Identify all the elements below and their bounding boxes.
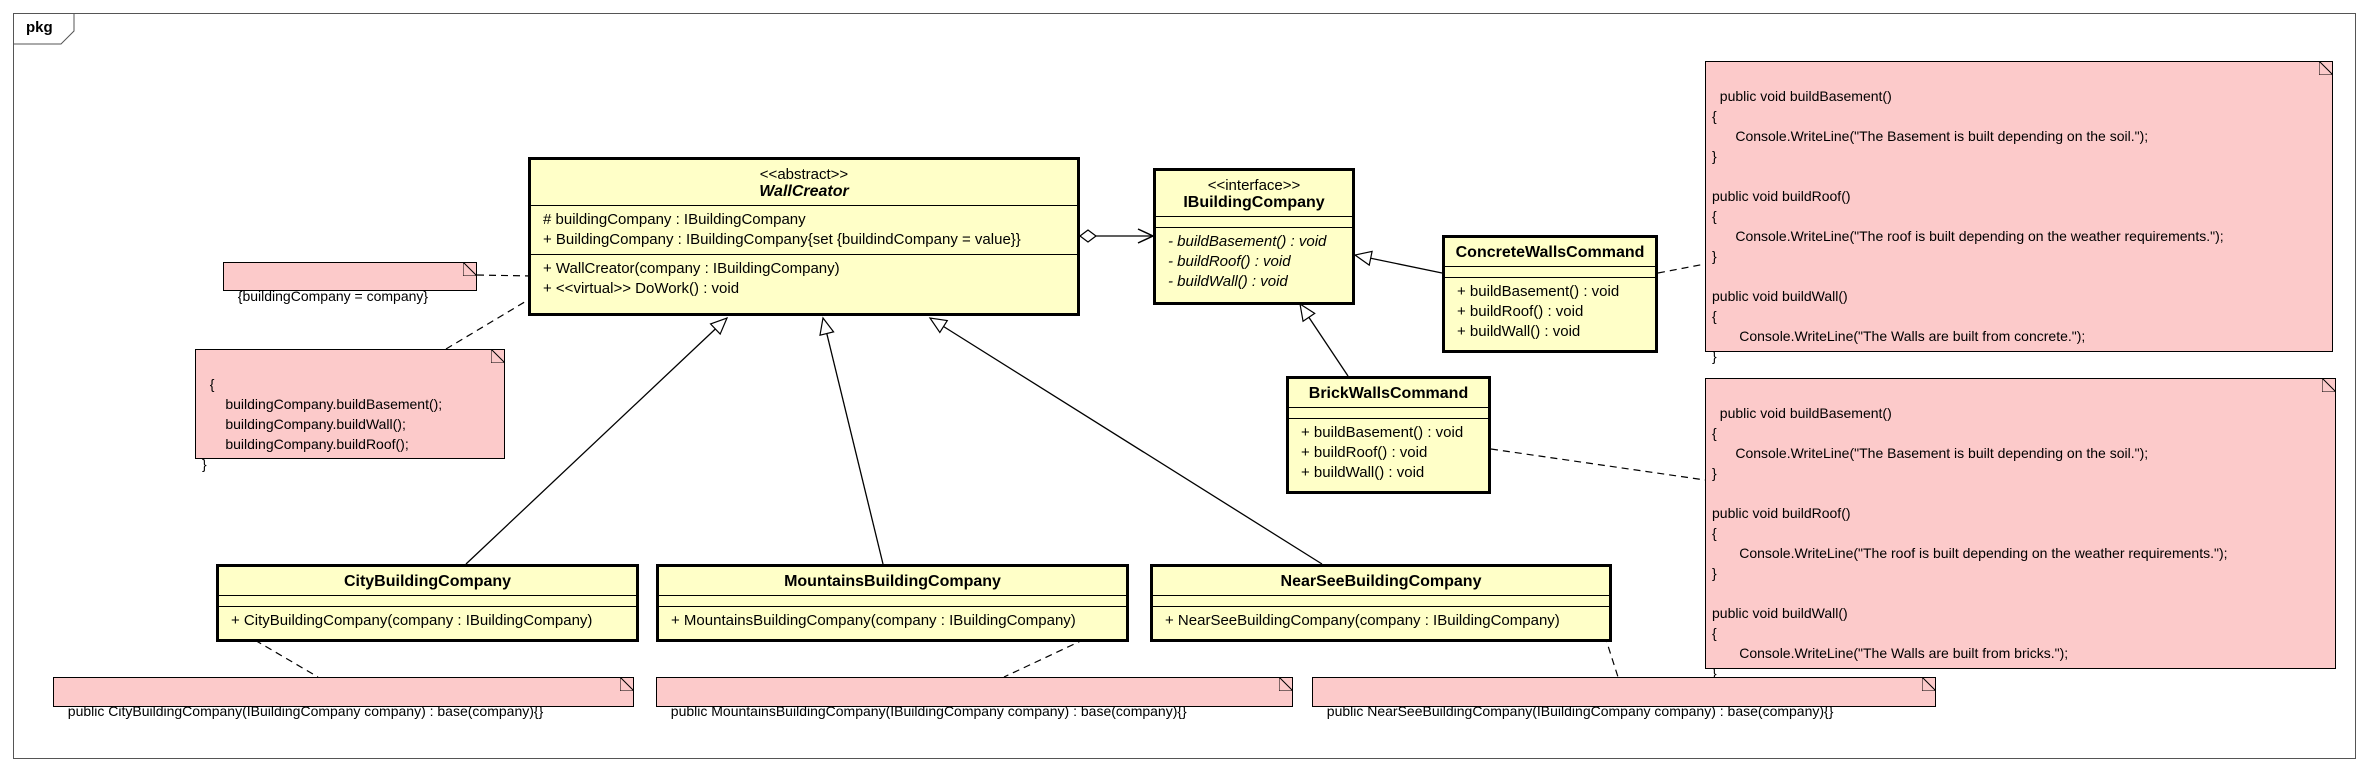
class-nearseebuildingcompany[interactable]: NearSeeBuildingCompany + NearSeeBuilding… xyxy=(1150,564,1612,642)
note-anchor-brick xyxy=(1490,448,1706,481)
note-fold-icon xyxy=(2319,61,2333,75)
class-operation: - buildBasement() : void xyxy=(1168,233,1327,250)
note-fold-icon xyxy=(1922,677,1936,691)
class-name: BrickWallsCommand xyxy=(1308,385,1469,402)
class-operation: - buildRoof() : void xyxy=(1168,253,1291,270)
class-name: NearSeeBuildingCompany xyxy=(1280,573,1482,590)
note-text: public void buildBasement() { Console.Wr… xyxy=(1712,405,2228,681)
class-citybuildingcompany[interactable]: CityBuildingCompany + CityBuildingCompan… xyxy=(216,564,639,642)
package-label: pkg xyxy=(26,19,53,36)
class-name: WallCreator xyxy=(759,183,849,200)
note-fold-icon xyxy=(463,262,477,276)
note-dowork-body[interactable]: { buildingCompany.buildBasement(); build… xyxy=(195,349,505,472)
class-name: ConcreteWallsCommand xyxy=(1455,244,1645,261)
class-operation: + buildRoof() : void xyxy=(1457,303,1584,320)
class-concretewallscommand[interactable]: ConcreteWallsCommand + buildBasement() :… xyxy=(1442,235,1658,353)
note-text: public CityBuildingCompany(IBuildingComp… xyxy=(67,703,544,719)
class-operation: + MountainsBuildingCompany(company : IBu… xyxy=(671,612,1076,629)
note-city-ctor[interactable]: public CityBuildingCompany(IBuildingComp… xyxy=(53,677,634,719)
realization-brick xyxy=(1299,302,1349,377)
note-anchor-dowork xyxy=(445,296,534,350)
class-operation: + buildBasement() : void xyxy=(1301,424,1464,441)
note-text: public NearSeeBuildingCompany(IBuildingC… xyxy=(1326,703,1834,719)
class-stereotype: <<abstract>> xyxy=(759,166,849,183)
note-constructor-body[interactable]: {buildingCompany = company} xyxy=(223,262,477,304)
class-operation: + WallCreator(company : IBuildingCompany… xyxy=(543,260,840,277)
generalization-city xyxy=(465,316,729,565)
class-attribute: # buildingCompany : IBuildingCompany xyxy=(543,211,806,228)
note-text: public MountainsBuildingCompany(IBuildin… xyxy=(670,703,1187,719)
note-text: {buildingCompany = company} xyxy=(237,288,429,304)
note-fold-icon xyxy=(1279,677,1293,691)
note-fold-icon xyxy=(491,349,505,363)
class-name: MountainsBuildingCompany xyxy=(784,573,1001,590)
class-operation: + buildWall() : void xyxy=(1457,323,1581,340)
realization-concrete xyxy=(1353,250,1443,274)
note-concrete-impl[interactable]: public void buildBasement() { Console.Wr… xyxy=(1705,61,2333,364)
class-name: IBuildingCompany xyxy=(1183,194,1325,211)
note-anchor-nearsee xyxy=(1600,623,1619,678)
generalization-mountains xyxy=(819,316,884,565)
note-text: public void buildBasement() { Console.Wr… xyxy=(1712,88,2224,364)
note-brick-impl[interactable]: public void buildBasement() { Console.Wr… xyxy=(1705,378,2336,681)
note-anchor-mountains xyxy=(1003,623,1118,678)
package-frame xyxy=(13,13,2356,759)
note-fold-icon xyxy=(620,677,634,691)
class-operation: + CityBuildingCompany(company : IBuildin… xyxy=(231,612,593,629)
class-operation: + buildWall() : void xyxy=(1301,464,1425,481)
class-name: CityBuildingCompany xyxy=(343,573,512,590)
note-anchor-constructor xyxy=(476,274,534,277)
note-fold-icon xyxy=(2322,378,2336,392)
class-brickwallscommand[interactable]: BrickWallsCommand + buildBasement() : vo… xyxy=(1286,376,1491,494)
note-text: { buildingCompany.buildBasement(); build… xyxy=(202,376,443,472)
class-operation: - buildWall() : void xyxy=(1168,273,1288,290)
class-operation: + <<virtual>> DoWork() : void xyxy=(543,280,740,297)
class-stereotype: <<interface>> xyxy=(1207,177,1301,194)
class-wallcreator[interactable]: <<abstract>> WallCreator # buildingCompa… xyxy=(528,157,1080,316)
note-anchor-concrete xyxy=(1657,263,1706,274)
note-mountains-ctor[interactable]: public MountainsBuildingCompany(IBuildin… xyxy=(656,677,1293,719)
note-nearsee-ctor[interactable]: public NearSeeBuildingCompany(IBuildingC… xyxy=(1312,677,1936,719)
generalization-nearsee xyxy=(928,317,1323,565)
class-operation: + buildRoof() : void xyxy=(1301,444,1428,461)
class-attribute: + BuildingCompany : IBuildingCompany{set… xyxy=(543,231,1021,248)
class-mountainsbuildingcompany[interactable]: MountainsBuildingCompany + MountainsBuil… xyxy=(656,564,1129,642)
class-ibuildingcompany[interactable]: <<interface>> IBuildingCompany - buildBa… xyxy=(1153,168,1355,305)
class-operation: + NearSeeBuildingCompany(company : IBuil… xyxy=(1165,612,1560,629)
class-operation: + buildBasement() : void xyxy=(1457,283,1620,300)
package-tab xyxy=(13,13,75,45)
